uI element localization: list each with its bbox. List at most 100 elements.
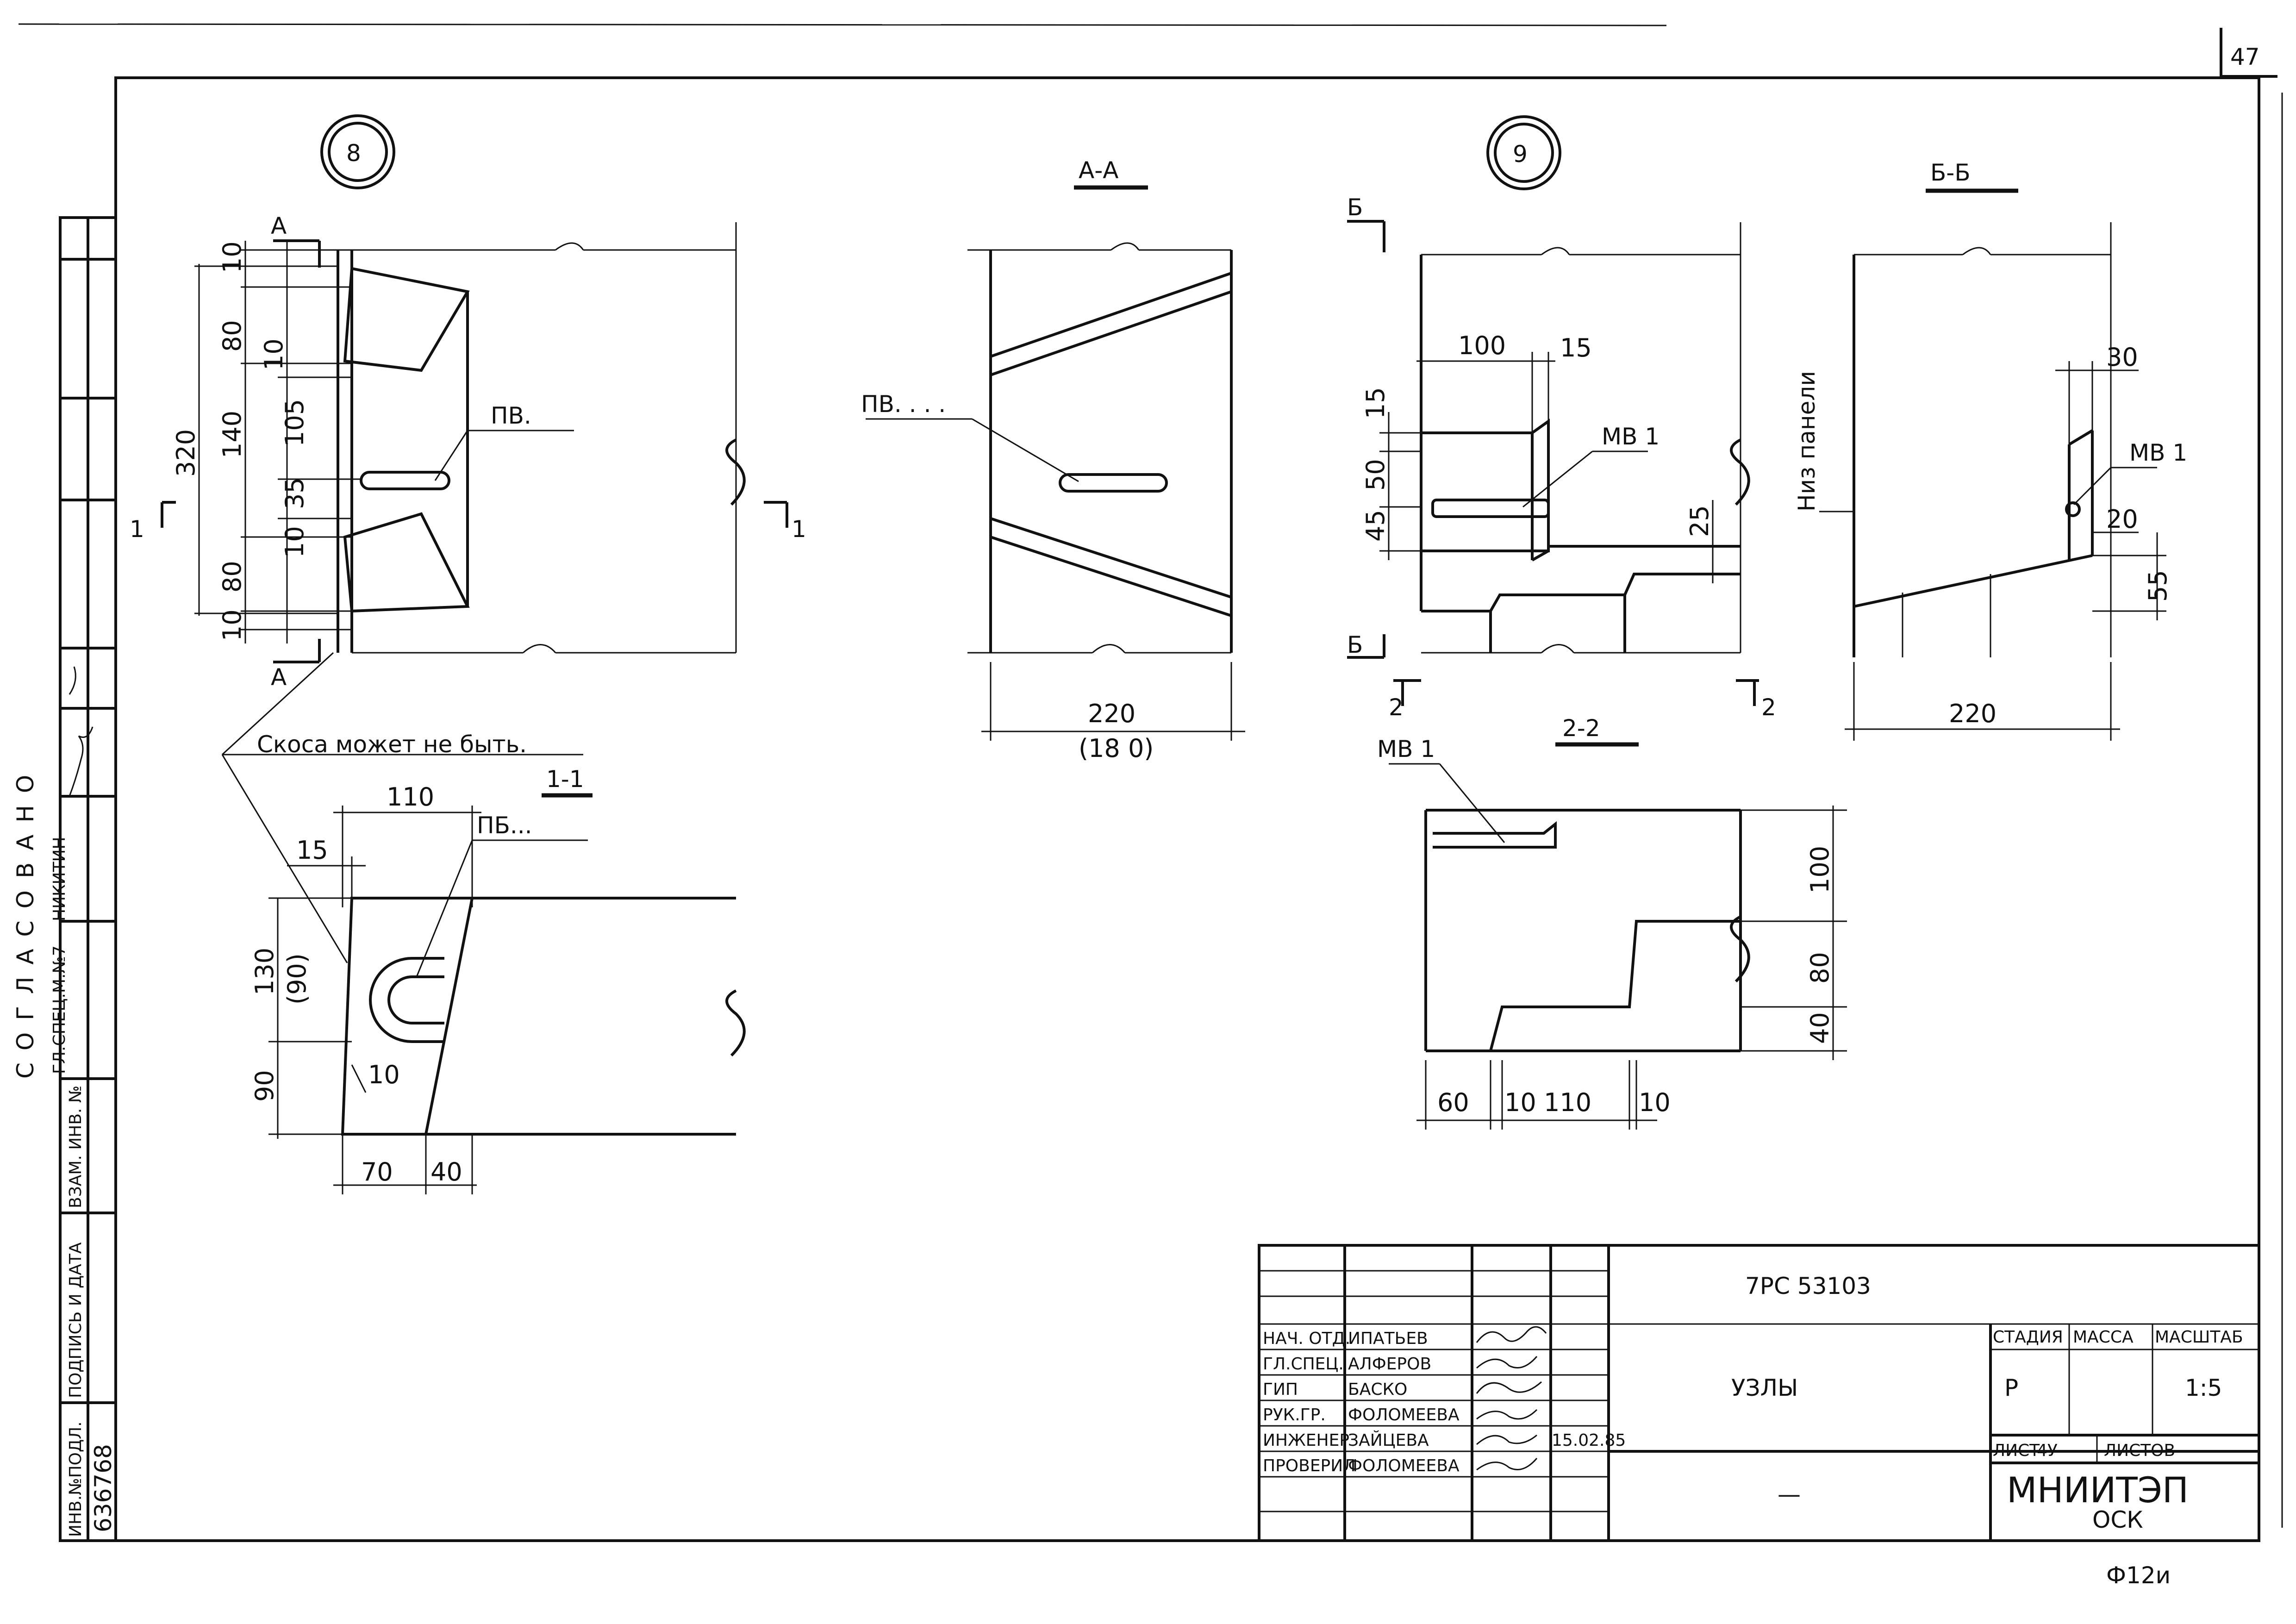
node-9-view: 9 Б Б МВ 1 100 15 bbox=[1347, 115, 1776, 721]
dim-11-70: 70 bbox=[361, 1157, 393, 1187]
inv-number: 636768 bbox=[90, 1444, 117, 1532]
dim-22-60: 60 bbox=[1437, 1088, 1469, 1117]
section-1-1-label: 1-1 bbox=[546, 766, 584, 793]
dim-9-100: 100 bbox=[1458, 331, 1506, 360]
title-dash: — bbox=[1778, 1481, 1801, 1508]
bevel-note-text: Скоса может не быть. bbox=[257, 731, 527, 758]
section-a-a-view: А-А ПВ. . . . 220 (18 0) bbox=[861, 157, 1245, 763]
dim-11-110: 110 bbox=[387, 782, 434, 812]
dim-11-40: 40 bbox=[430, 1157, 462, 1187]
name-2: БАСКО bbox=[1348, 1380, 1407, 1399]
dim-8-80a: 80 bbox=[218, 320, 247, 352]
dim-11-90alt: (90) bbox=[282, 953, 312, 1005]
dept-name: ОСК bbox=[2092, 1506, 2143, 1533]
bottom-code: Ф12и bbox=[2106, 1562, 2171, 1589]
signature-2 bbox=[1476, 1381, 1542, 1394]
role-1: ГЛ.СПЕЦ. bbox=[1263, 1355, 1344, 1374]
scale-label: МАСШТАБ bbox=[2155, 1328, 2243, 1347]
dim-8-105: 105 bbox=[280, 399, 309, 447]
org-name: МНИИТЭП bbox=[2007, 1469, 2189, 1511]
pv-label-node8: ПВ. bbox=[491, 402, 531, 429]
nikitin-label: НИКИТИН bbox=[50, 837, 69, 921]
drawing-frame bbox=[114, 76, 2260, 1542]
mass-label: МАССА bbox=[2073, 1328, 2134, 1347]
mv1-label-node9: МВ 1 bbox=[1602, 423, 1660, 450]
section-1-1-view: 1-1 ПБ... 110 15 130 (90) 90 10 70 40 bbox=[250, 766, 746, 1194]
sheet-number: 4У bbox=[2037, 1441, 2058, 1460]
sheets-label: ЛИСТОВ bbox=[2104, 1441, 2175, 1460]
section-mark-b-top: Б bbox=[1347, 194, 1363, 221]
dim-22-10b: 10 bbox=[1639, 1088, 1671, 1117]
gl-spec-label: ГЛ.СПЕЦ.М.№7 bbox=[50, 945, 69, 1074]
niz-paneli-label: Низ панели bbox=[1793, 371, 1820, 512]
dim-11-15: 15 bbox=[296, 836, 328, 865]
signature-5 bbox=[1476, 1458, 1538, 1471]
sign-date: 15.02.85 bbox=[1552, 1431, 1626, 1450]
pb-label: ПБ... bbox=[477, 812, 532, 839]
signature-4 bbox=[1476, 1434, 1537, 1445]
dim-8-140: 140 bbox=[218, 411, 247, 458]
name-4: ЗАЙЦЕВА bbox=[1348, 1430, 1429, 1450]
dim-11-10: 10 bbox=[368, 1060, 400, 1089]
dim-bb-220: 220 bbox=[1949, 699, 1997, 728]
role-2: ГИП bbox=[1263, 1380, 1298, 1399]
section-mark-1-right: 1 bbox=[792, 516, 806, 543]
mv1-label-bb: МВ 1 bbox=[2129, 439, 2187, 466]
role-5: ПРОВЕРИЛ bbox=[1263, 1456, 1355, 1475]
dim-bb-55: 55 bbox=[2143, 570, 2172, 602]
signature-1 bbox=[1476, 1356, 1538, 1369]
section-mark-b-bottom: Б bbox=[1347, 631, 1363, 658]
signature-3 bbox=[1476, 1409, 1538, 1420]
dim-bb-30: 30 bbox=[2106, 343, 2138, 372]
soglasovano-label: СОГЛАСОВАНО bbox=[12, 763, 39, 1079]
node-8-label: 8 bbox=[346, 140, 361, 167]
section-mark-1-left: 1 bbox=[130, 516, 144, 543]
dim-11-130: 130 bbox=[250, 948, 279, 995]
dim-9-15a: 15 bbox=[1560, 333, 1592, 362]
section-mark-2-left: 2 bbox=[1389, 694, 1404, 721]
scale-value: 1:5 bbox=[2185, 1374, 2222, 1401]
dim-22-80: 80 bbox=[1805, 952, 1834, 984]
section-2-2-label: 2-2 bbox=[1562, 715, 1600, 742]
dim-11-90: 90 bbox=[250, 1070, 279, 1102]
dim-aa-180: (18 0) bbox=[1079, 734, 1154, 763]
node-9-label: 9 bbox=[1513, 141, 1528, 168]
section-a-a-label: А-А bbox=[1079, 157, 1118, 184]
dim-aa-220: 220 bbox=[1088, 699, 1136, 728]
role-3: РУК.ГР. bbox=[1263, 1405, 1326, 1424]
name-5: ФОЛОМЕЕВА bbox=[1348, 1456, 1460, 1475]
sheet-label: ЛИСТ bbox=[1993, 1441, 2040, 1460]
doc-code: 7РС 53103 bbox=[1745, 1273, 1871, 1299]
dim-22-100: 100 bbox=[1805, 846, 1834, 893]
dim-22-110: 110 bbox=[1544, 1088, 1591, 1117]
section-2-2-view: 2-2 МВ 1 100 80 40 60 10 110 10 bbox=[1377, 715, 1847, 1130]
node-8-view: 8 А А ПВ. 1 1 bbox=[130, 114, 806, 691]
vzam-inv-label: ВЗАМ. ИНВ. № bbox=[66, 1086, 85, 1208]
dim-9-50: 50 bbox=[1361, 459, 1390, 491]
section-b-b-view: Б-Б МВ 1 Низ панели 30 20 55 220 bbox=[1793, 159, 2187, 741]
name-1: АЛФЕРОВ bbox=[1348, 1355, 1431, 1374]
dim-8-10b: 10 bbox=[259, 338, 288, 370]
dim-8-10c: 10 bbox=[280, 526, 309, 558]
dim-8-10a: 10 bbox=[218, 241, 247, 273]
dim-8-320: 320 bbox=[171, 429, 200, 477]
dim-9-25: 25 bbox=[1685, 505, 1714, 537]
section-b-b-label: Б-Б bbox=[1930, 159, 1971, 186]
dim-9-45: 45 bbox=[1361, 510, 1390, 542]
stage-value: Р bbox=[2004, 1374, 2018, 1401]
pv-label-aa: ПВ. . . . bbox=[861, 391, 946, 418]
signature-nikitin bbox=[69, 726, 94, 797]
role-0: НАЧ. ОТД. bbox=[1263, 1329, 1350, 1348]
role-4: ИНЖЕНЕР bbox=[1263, 1431, 1349, 1450]
left-margin-stamp: СОГЛАСОВАНО ГЛ.СПЕЦ.М.№7 НИКИТИН ВЗАМ. И… bbox=[12, 216, 117, 1542]
signature-0 bbox=[1476, 1326, 1547, 1343]
name-0: ИПАТЬЕВ bbox=[1348, 1329, 1428, 1348]
dim-bb-20: 20 bbox=[2106, 505, 2138, 534]
dim-22-40: 40 bbox=[1805, 1012, 1834, 1044]
name-3: ФОЛОМЕЕВА bbox=[1348, 1405, 1460, 1424]
bevel-note: Скоса может не быть. bbox=[221, 652, 583, 963]
mv1-label-22: МВ 1 bbox=[1377, 736, 1435, 762]
dim-9-15b: 15 bbox=[1361, 387, 1390, 419]
section-mark-2-right: 2 bbox=[1761, 694, 1776, 721]
